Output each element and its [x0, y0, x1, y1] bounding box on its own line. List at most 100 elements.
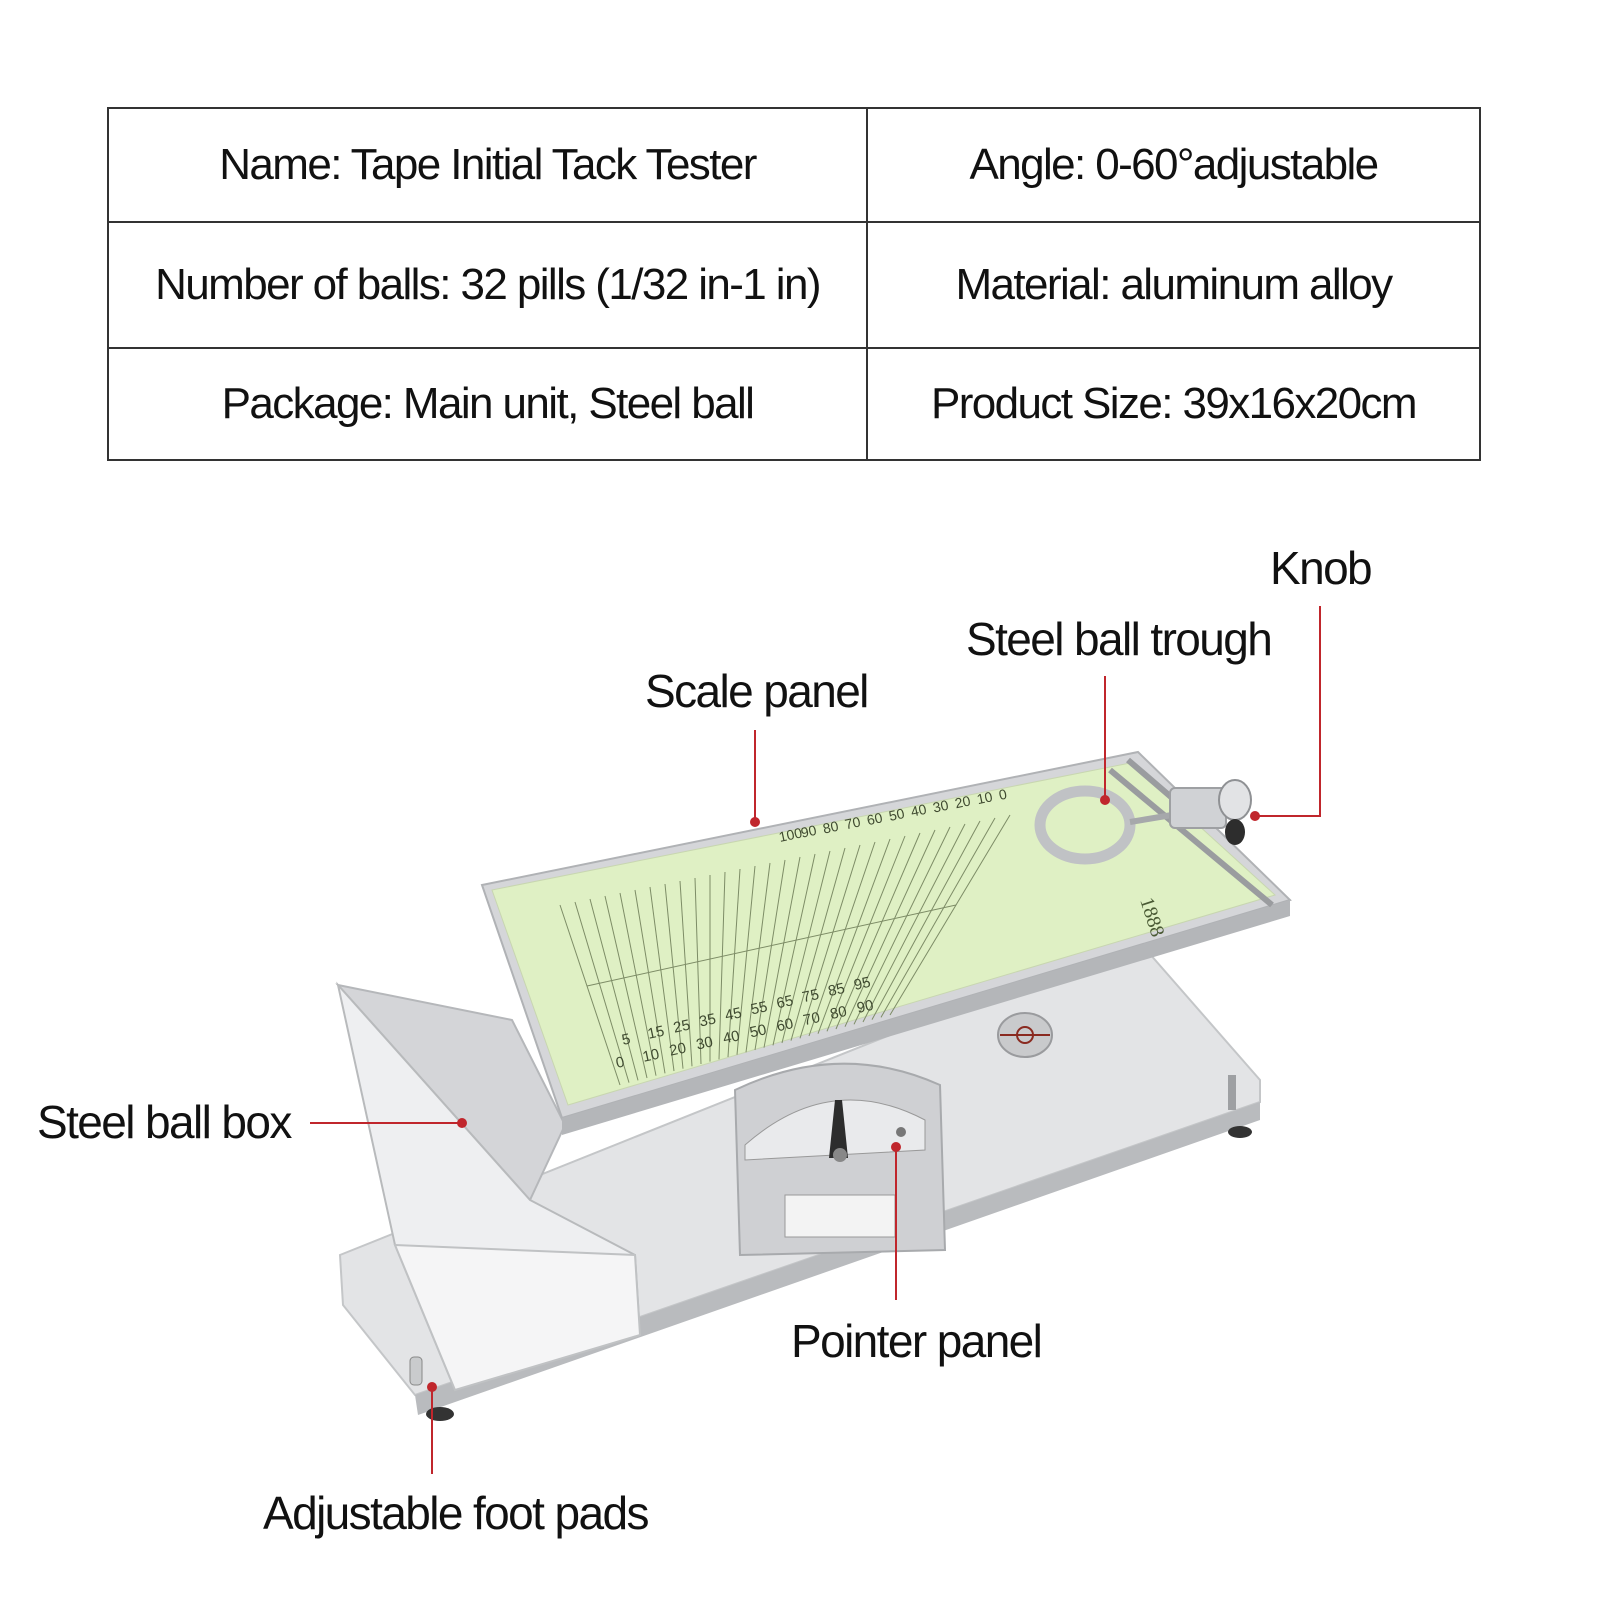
callout-dot — [1100, 795, 1110, 805]
spec-material: Material: aluminum alloy — [866, 221, 1481, 349]
scale-grid-line — [781, 850, 831, 1044]
scale-bottom-number: 0 — [614, 1054, 626, 1072]
callout-dot — [750, 817, 760, 827]
scale-grid-line — [763, 856, 801, 1048]
scale-grid-line — [589, 898, 639, 1081]
foot-pad — [1228, 1126, 1252, 1138]
base-post — [1228, 1075, 1236, 1110]
scale-grid-line — [790, 847, 846, 1041]
scale-grid-line — [826, 835, 906, 1032]
scale-top-number: 40 — [909, 801, 928, 820]
scale-top-number: 60 — [865, 809, 884, 828]
scale-bottom-number: 5 — [620, 1031, 632, 1049]
knob-screw-icon — [1225, 819, 1245, 845]
scale-grid-line — [871, 820, 981, 1020]
pointer-pivot — [833, 1148, 847, 1162]
scale-top-number: 10 — [975, 788, 994, 807]
scale-grid-line — [574, 901, 630, 1083]
scale-grid-line — [559, 904, 621, 1086]
scale-grid-line — [772, 853, 816, 1046]
scale-top-number: 100 — [777, 824, 803, 845]
scale-lines — [559, 814, 1011, 1086]
spec-package: Package: Main unit, Steel ball — [107, 347, 868, 461]
knob-icon — [1218, 779, 1252, 821]
scale-bottom-number: 35 — [698, 1010, 718, 1030]
foot-pad — [426, 1407, 454, 1421]
scale-top-number: 0 — [997, 786, 1008, 803]
scale-bottom-number: 25 — [672, 1017, 692, 1037]
callout-adjustable-foot-pads: Adjustable foot pads — [263, 1487, 649, 1539]
nameplate — [784, 1194, 896, 1238]
scale-bottom-number: 15 — [646, 1023, 666, 1043]
scale-bottom-number: 60 — [775, 1015, 795, 1035]
callout-steel-ball-trough: Steel ball trough — [966, 613, 1273, 665]
guide-rod — [1108, 767, 1274, 908]
scale-top-number: 30 — [931, 797, 950, 816]
scale-bottom-number: 40 — [721, 1027, 741, 1047]
scale-grid-line — [649, 886, 675, 1072]
bubble-level-ring — [1016, 1026, 1034, 1044]
scale-grid-line — [808, 841, 876, 1037]
scale-bottom-number: 65 — [775, 992, 795, 1012]
callout-dot — [427, 1382, 437, 1392]
scale-grid-line — [727, 868, 741, 1058]
scale-bottom-number: 95 — [852, 974, 872, 994]
scale-grid-line — [604, 895, 648, 1079]
scale-bottom-number: 45 — [723, 1004, 743, 1024]
scale-top-number: 70 — [843, 813, 862, 832]
callout-steel-ball-box: Steel ball box — [37, 1096, 292, 1148]
scale-panel-face — [491, 762, 1276, 1106]
scale-grid-line — [853, 826, 951, 1025]
pointer-needle — [829, 1100, 848, 1158]
callout-dot — [1250, 811, 1260, 821]
scale-grid-line — [817, 838, 891, 1034]
scale-grid-line — [718, 871, 726, 1060]
scale-bottom-number: 10 — [641, 1046, 661, 1066]
scale-bottom-number: 30 — [695, 1033, 715, 1053]
scale-top-number: 90 — [799, 822, 818, 841]
scale-bottom-number: 55 — [749, 998, 769, 1018]
scale-top-number: 80 — [821, 818, 840, 837]
scale-grid-line — [679, 880, 693, 1067]
scale-grid-line — [754, 859, 786, 1051]
callout-pointer-panel: Pointer panel — [791, 1315, 1043, 1367]
scale-top-number: 50 — [887, 805, 906, 824]
spec-number-of-balls: Number of balls: 32 pills (1/32 in-1 in) — [107, 221, 868, 349]
scale-grid-line — [799, 844, 861, 1039]
spec-table: Name: Tape Initial Tack Tester Angle: 0-… — [107, 107, 1481, 461]
scale-center-line — [586, 904, 957, 987]
scale-panel-edge — [562, 900, 1290, 1135]
scale-top-number: 20 — [953, 792, 972, 811]
spec-product-size: Product Size: 39x16x20cm — [866, 347, 1481, 461]
scale-bottom-number: 75 — [801, 986, 821, 1006]
scale-grid-line — [736, 865, 756, 1055]
spec-name: Name: Tape Initial Tack Tester — [107, 107, 868, 223]
scale-bottom-number: 50 — [748, 1021, 768, 1041]
scale-bottom-number: 70 — [802, 1009, 822, 1029]
scale-grid-line — [745, 862, 771, 1053]
scale-grid-line — [694, 877, 702, 1065]
scale-grid-line — [835, 832, 921, 1030]
callout-scale-panel: Scale panel — [645, 665, 869, 717]
spec-row: Name: Tape Initial Tack Tester Angle: 0-… — [107, 107, 1481, 223]
spec-angle: Angle: 0-60°adjustable — [866, 107, 1481, 223]
scale-bottom-number: 80 — [829, 1003, 849, 1023]
steel-ball-box-front — [393, 1243, 642, 1392]
scale-grid-line — [664, 883, 684, 1069]
steel-ball-box-latch — [409, 1356, 423, 1386]
spec-row: Number of balls: 32 pills (1/32 in-1 in)… — [107, 221, 1481, 349]
screw — [896, 1127, 906, 1137]
scale-grid-line — [880, 817, 996, 1018]
steel-ball-trough-ring — [1034, 785, 1136, 865]
scale-grid-line — [862, 823, 966, 1023]
scale-grid-line — [844, 829, 936, 1027]
scale-grid-line — [634, 889, 666, 1074]
scale-bottom-number: 20 — [668, 1040, 688, 1060]
spec-row: Package: Main unit, Steel ball Product S… — [107, 347, 1481, 461]
scale-bottom-number: 90 — [855, 997, 875, 1017]
callout-line-knob — [1255, 606, 1321, 817]
callout-dot — [457, 1118, 467, 1128]
scale-grid-line — [889, 814, 1011, 1016]
scale-bottom-number: 85 — [827, 980, 847, 1000]
